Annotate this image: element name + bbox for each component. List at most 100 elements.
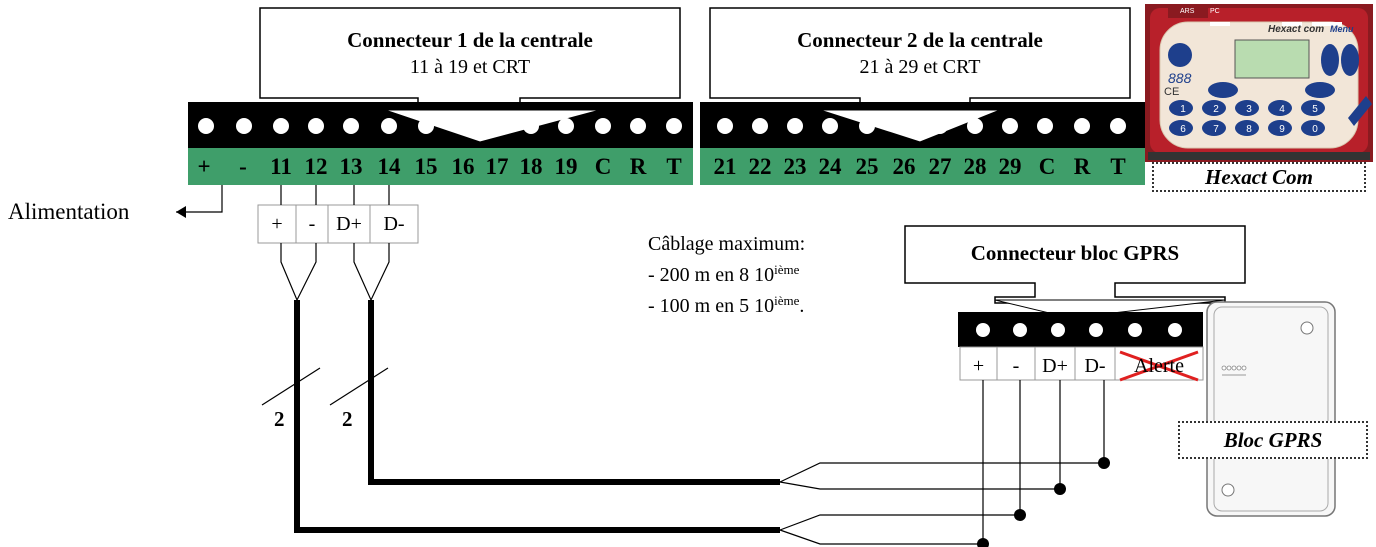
connector2-terminal-label: 26 [892,154,916,179]
hexact-key [1235,120,1259,136]
hexact-key [1301,100,1325,116]
hexact-key-label: 4 [1279,104,1285,115]
connector1-terminal-label: C [594,154,612,179]
hexact-brand: Hexact com [1268,24,1325,35]
hexact-key-label: 5 [1312,104,1318,115]
terminal-hole [343,118,359,134]
terminal-hole [1074,118,1090,134]
gprs-device [1206,301,1336,517]
terminal-hole [1110,118,1126,134]
connector2-title: Connecteur 2 de la centrale [797,28,1043,52]
terminal-hole [381,118,397,134]
gprs-term-dminus: D- [1084,355,1106,377]
gprs-black-strip [958,312,1203,347]
hexact-key-label: 9 [1279,124,1285,135]
alimentation-arrow [176,206,186,218]
gprs-term-plus: + [972,355,985,377]
terminal-hole [822,118,838,134]
terminal-hole [558,118,574,134]
hexact-key-label: 3 [1246,104,1252,115]
terminal-hole [1168,323,1182,337]
connector1-terminal-label: 13 [339,154,363,179]
hexact-key-label: 2 [1213,104,1219,115]
terminal-hole [666,118,682,134]
terminal-hole [1089,323,1103,337]
wiring-label-box [257,204,419,244]
cable-power [294,300,780,533]
connector1-terminal-label: 17 [485,154,509,179]
hexact-menu: Menu [1330,24,1354,34]
terminal-hole [1013,323,1027,337]
cable-data [368,300,780,485]
wiring-label-minus: - [308,213,316,235]
hexact-ce-mark: CE [1164,86,1180,98]
terminal-hole [1051,323,1065,337]
terminal-hole [523,118,539,134]
connector1-terminal-label: 18 [519,154,543,179]
terminal-hole [273,118,289,134]
hexact-key-label: 1 [1180,104,1186,115]
terminal-hole [787,118,803,134]
connector2-terminal-label: 24 [818,154,842,179]
connector1-terminal-label: 16 [451,154,475,179]
connector1-terminal-label: T [666,154,682,179]
connector1-terminal-label: 14 [377,154,401,179]
hexact-top-label-pc: PC [1210,8,1220,15]
hexact-key [1202,100,1226,116]
cabling-note: Câblage maximum: - 200 m en 8 10ième - 1… [648,231,805,319]
hexact-top-label-ars: ARS [1180,8,1195,15]
alimentation-label: Alimentation [8,199,130,224]
terminal-hole [967,118,983,134]
gprs-term-alerte: Alerte [1134,355,1184,377]
connector2-terminal-label: 29 [998,154,1022,179]
hexact-key-label: 6 [1180,124,1186,135]
connector2-terminal-label: 21 [713,154,737,179]
terminal-hole [717,118,733,134]
connector1-terminal-label: 12 [304,154,328,179]
hexact-key [1268,120,1292,136]
hexact-device [1145,4,1373,162]
connector1-green-strip [188,148,693,185]
hexact-key [1235,100,1259,116]
terminal-hole [198,118,214,134]
connector1-terminal-label: R [629,154,647,179]
connector1-subtitle: 11 à 19 et CRT [409,56,531,78]
cabling-note-line2: - 100 m en 5 10ième. [648,293,805,317]
cabling-note-title: Câblage maximum: [648,233,806,255]
wiring-label-plus: + [271,213,283,235]
connector1-terminal-label: 11 [270,154,292,179]
terminal-hole [308,118,324,134]
connector2-terminal-label: 22 [748,154,772,179]
terminal-hole [455,118,471,134]
terminal-hole [752,118,768,134]
terminal-hole [236,118,252,134]
connector2-green-strip [700,148,1145,185]
wiring-label-dplus: D+ [336,213,362,235]
hexact-key [1268,100,1292,116]
wiring-label-dminus: D- [383,213,405,235]
hexact-key [1169,100,1193,116]
hexact-key [1169,120,1193,136]
connector2-terminal-label: T [1110,154,1126,179]
connector2-terminal-label: 23 [783,154,807,179]
gprs-connector-title: Connecteur bloc GPRS [970,241,1180,265]
alerte-cross-2 [1119,350,1199,382]
terminal-hole [896,118,912,134]
connector2-terminal-label: 27 [928,154,952,179]
terminal-hole [932,118,948,134]
gprs-term-dplus: D+ [1042,355,1068,377]
hexact-key-label: 8 [1246,124,1252,135]
terminal-hole [489,118,505,134]
terminal-hole [595,118,611,134]
gprs-term-minus: - [1012,355,1020,377]
hexact-key-label: 0 [1312,124,1318,135]
hexact-key-label: 7 [1213,124,1219,135]
hexact-caption: Hexact Com [1152,162,1366,192]
connector1-terminal-label: 19 [554,154,578,179]
cabling-note-line1: - 200 m en 8 10ième [648,262,800,286]
connector1-title: Connecteur 1 de la centrale [347,28,593,52]
connector2-terminal-label: R [1073,154,1091,179]
connector2-terminal-label: 28 [963,154,987,179]
terminal-hole [859,118,875,134]
gprs-caption: Bloc GPRS [1178,421,1368,459]
